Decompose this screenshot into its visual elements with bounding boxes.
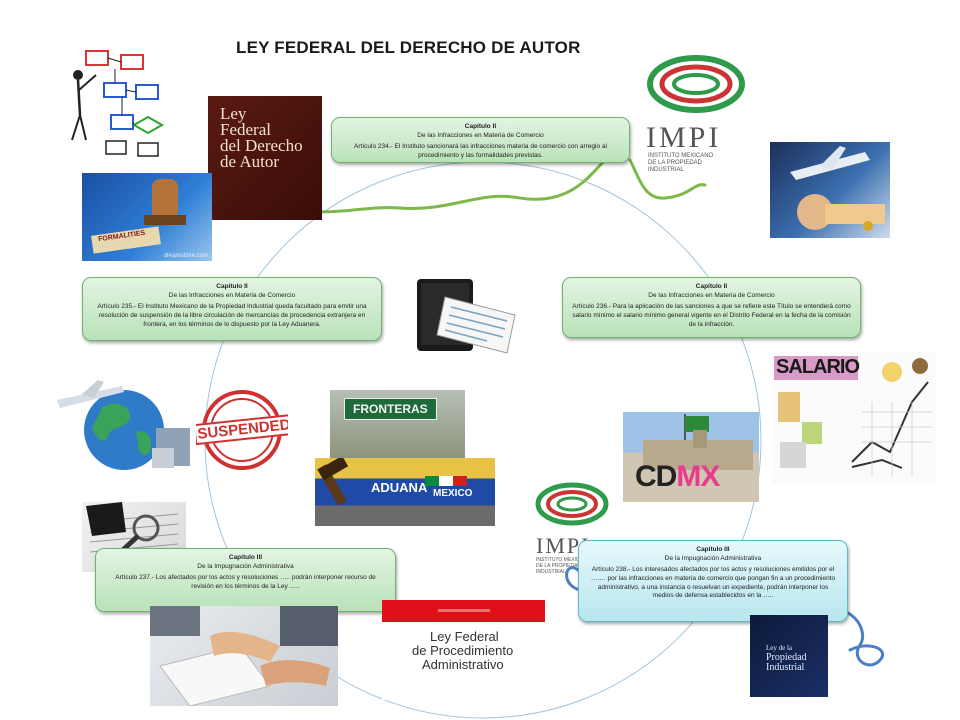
connector-squiggle-right [818,607,884,667]
connector-squiggle-top [298,158,607,214]
cdmx-mx: MX [676,460,720,493]
cdmx-image: CDMX [623,412,759,502]
globe-transport-image [52,378,192,478]
articulo-237-box: Capítulo III De la Impugnación Administr… [95,548,396,612]
articulo-237-texto: Artículo 237.- Los afectados por los act… [115,574,376,590]
book-line-1: Ley [220,104,247,123]
aduana-word: ADUANA [371,480,428,495]
impi-bottom-line1: INSTITUTO MEXICANO [536,557,591,563]
connector-squiggle-impi [628,158,707,200]
impi-bottom-line2: DE LA PROPIEDAD [536,563,582,569]
articulo-236-texto: Artículo 236.- Para la aplicación de las… [572,303,851,328]
articulo-234-capitulo: Capítulo II [464,123,497,130]
suspended-stamp: SUSPENDED [196,388,288,472]
ley-propiedad-industrial-image: Ley de la Propiedad Industrial [750,615,828,697]
impi-bottom-line3: INDUSTRIAL [536,569,566,575]
page-title: LEY FEDERAL DEL DERECHO DE AUTOR [236,38,581,57]
dreamstime-watermark: dreamstime.com [163,253,208,259]
articulo-234-texto: Artículo 234.- El Instituto sancionará l… [354,143,607,159]
articulo-236-subtitulo: De las Infracciones en Materia de Comerc… [648,292,775,299]
impi-top-line3: INDUSTRIAL [648,167,684,173]
document-signing-image [150,606,338,706]
book-line-4: de Autor [220,152,280,171]
impi-logo-bottom: IMPI INSTITUTO MEXICANO DE LA PROPIEDAD … [532,478,616,578]
articulo-238-box: Capítulo III De la Impugnación Administr… [578,540,848,622]
ley-proc-line1: Ley Federal [430,629,499,644]
ley-prop-line2: Propiedad [766,652,807,663]
articulo-238-texto: Artículo 238.- Los interesados afectados… [590,566,836,600]
global-trade-image [770,142,890,238]
salario-word: SALARIO [776,356,860,378]
articulo-237-subtitulo: De la Impugnación Administrativa [197,563,294,570]
articulo-235-capitulo: Capítulo II [216,283,248,290]
articulo-234-subtitulo: De las Infracciones en Materia de Comerc… [417,132,544,139]
computer-document-image [415,275,520,357]
ley-prop-line1: Ley de la [766,644,793,652]
ley-autor-book-image: Ley Federal del Derecho de Autor [208,96,322,220]
articulo-238-subtitulo: De la Impugnación Administrativa [664,555,762,562]
salario-illustration: SALARIO [772,352,936,484]
impi-bottom-acronym: IMPI [536,533,591,558]
articulo-234-box: Capítulo II De las Infracciones en Mater… [331,117,630,163]
articulo-235-subtitulo: De las Infracciones en Materia de Comerc… [168,292,296,299]
fronteras-word: FRONTERAS [344,398,437,420]
impi-logo-top: IMPI INSTITUTO MEXICANO DE LA PROPIEDAD … [642,48,750,180]
ley-procedimiento-image: Ley Federal de Procedimiento Administrat… [382,600,547,700]
stamp-formalities-image: FORMALITIES dreamstime.com [82,173,212,261]
connector-squiggle-left [565,566,582,592]
book-line-3: del Derecho [220,136,303,155]
aduana-mexico-image: ADUANA MEXICO [315,458,495,526]
ley-proc-line2: de Procedimiento [412,643,514,658]
articulo-236-capitulo: Capítulo II [695,283,728,290]
articulo-237-capitulo: Capítulo III [228,554,263,561]
impi-top-line1: INSTITUTO MEXICANO [648,153,714,159]
articulo-238-capitulo: Capítulo III [696,546,730,553]
fronteras-sign-image: FRONTERAS [330,390,465,460]
impi-top-acronym: IMPI [646,121,722,154]
impi-top-line2: DE LA PROPIEDAD [648,160,703,166]
ley-proc-line3: Administrativo [422,657,504,672]
articulo-235-box: Capítulo II De las Infracciones en Mater… [82,277,382,341]
cdmx-cd: CD [635,460,677,493]
book-line-2: Federal [220,120,271,139]
flowchart-illustration [66,45,176,165]
articulo-235-texto: Artículo 235.- El Instituto Mexicano de … [97,303,367,328]
ley-prop-line3: Industrial [766,662,805,673]
articulo-236-box: Capítulo II De las Infracciones en Mater… [562,277,861,338]
mexico-word: MEXICO [433,488,473,499]
